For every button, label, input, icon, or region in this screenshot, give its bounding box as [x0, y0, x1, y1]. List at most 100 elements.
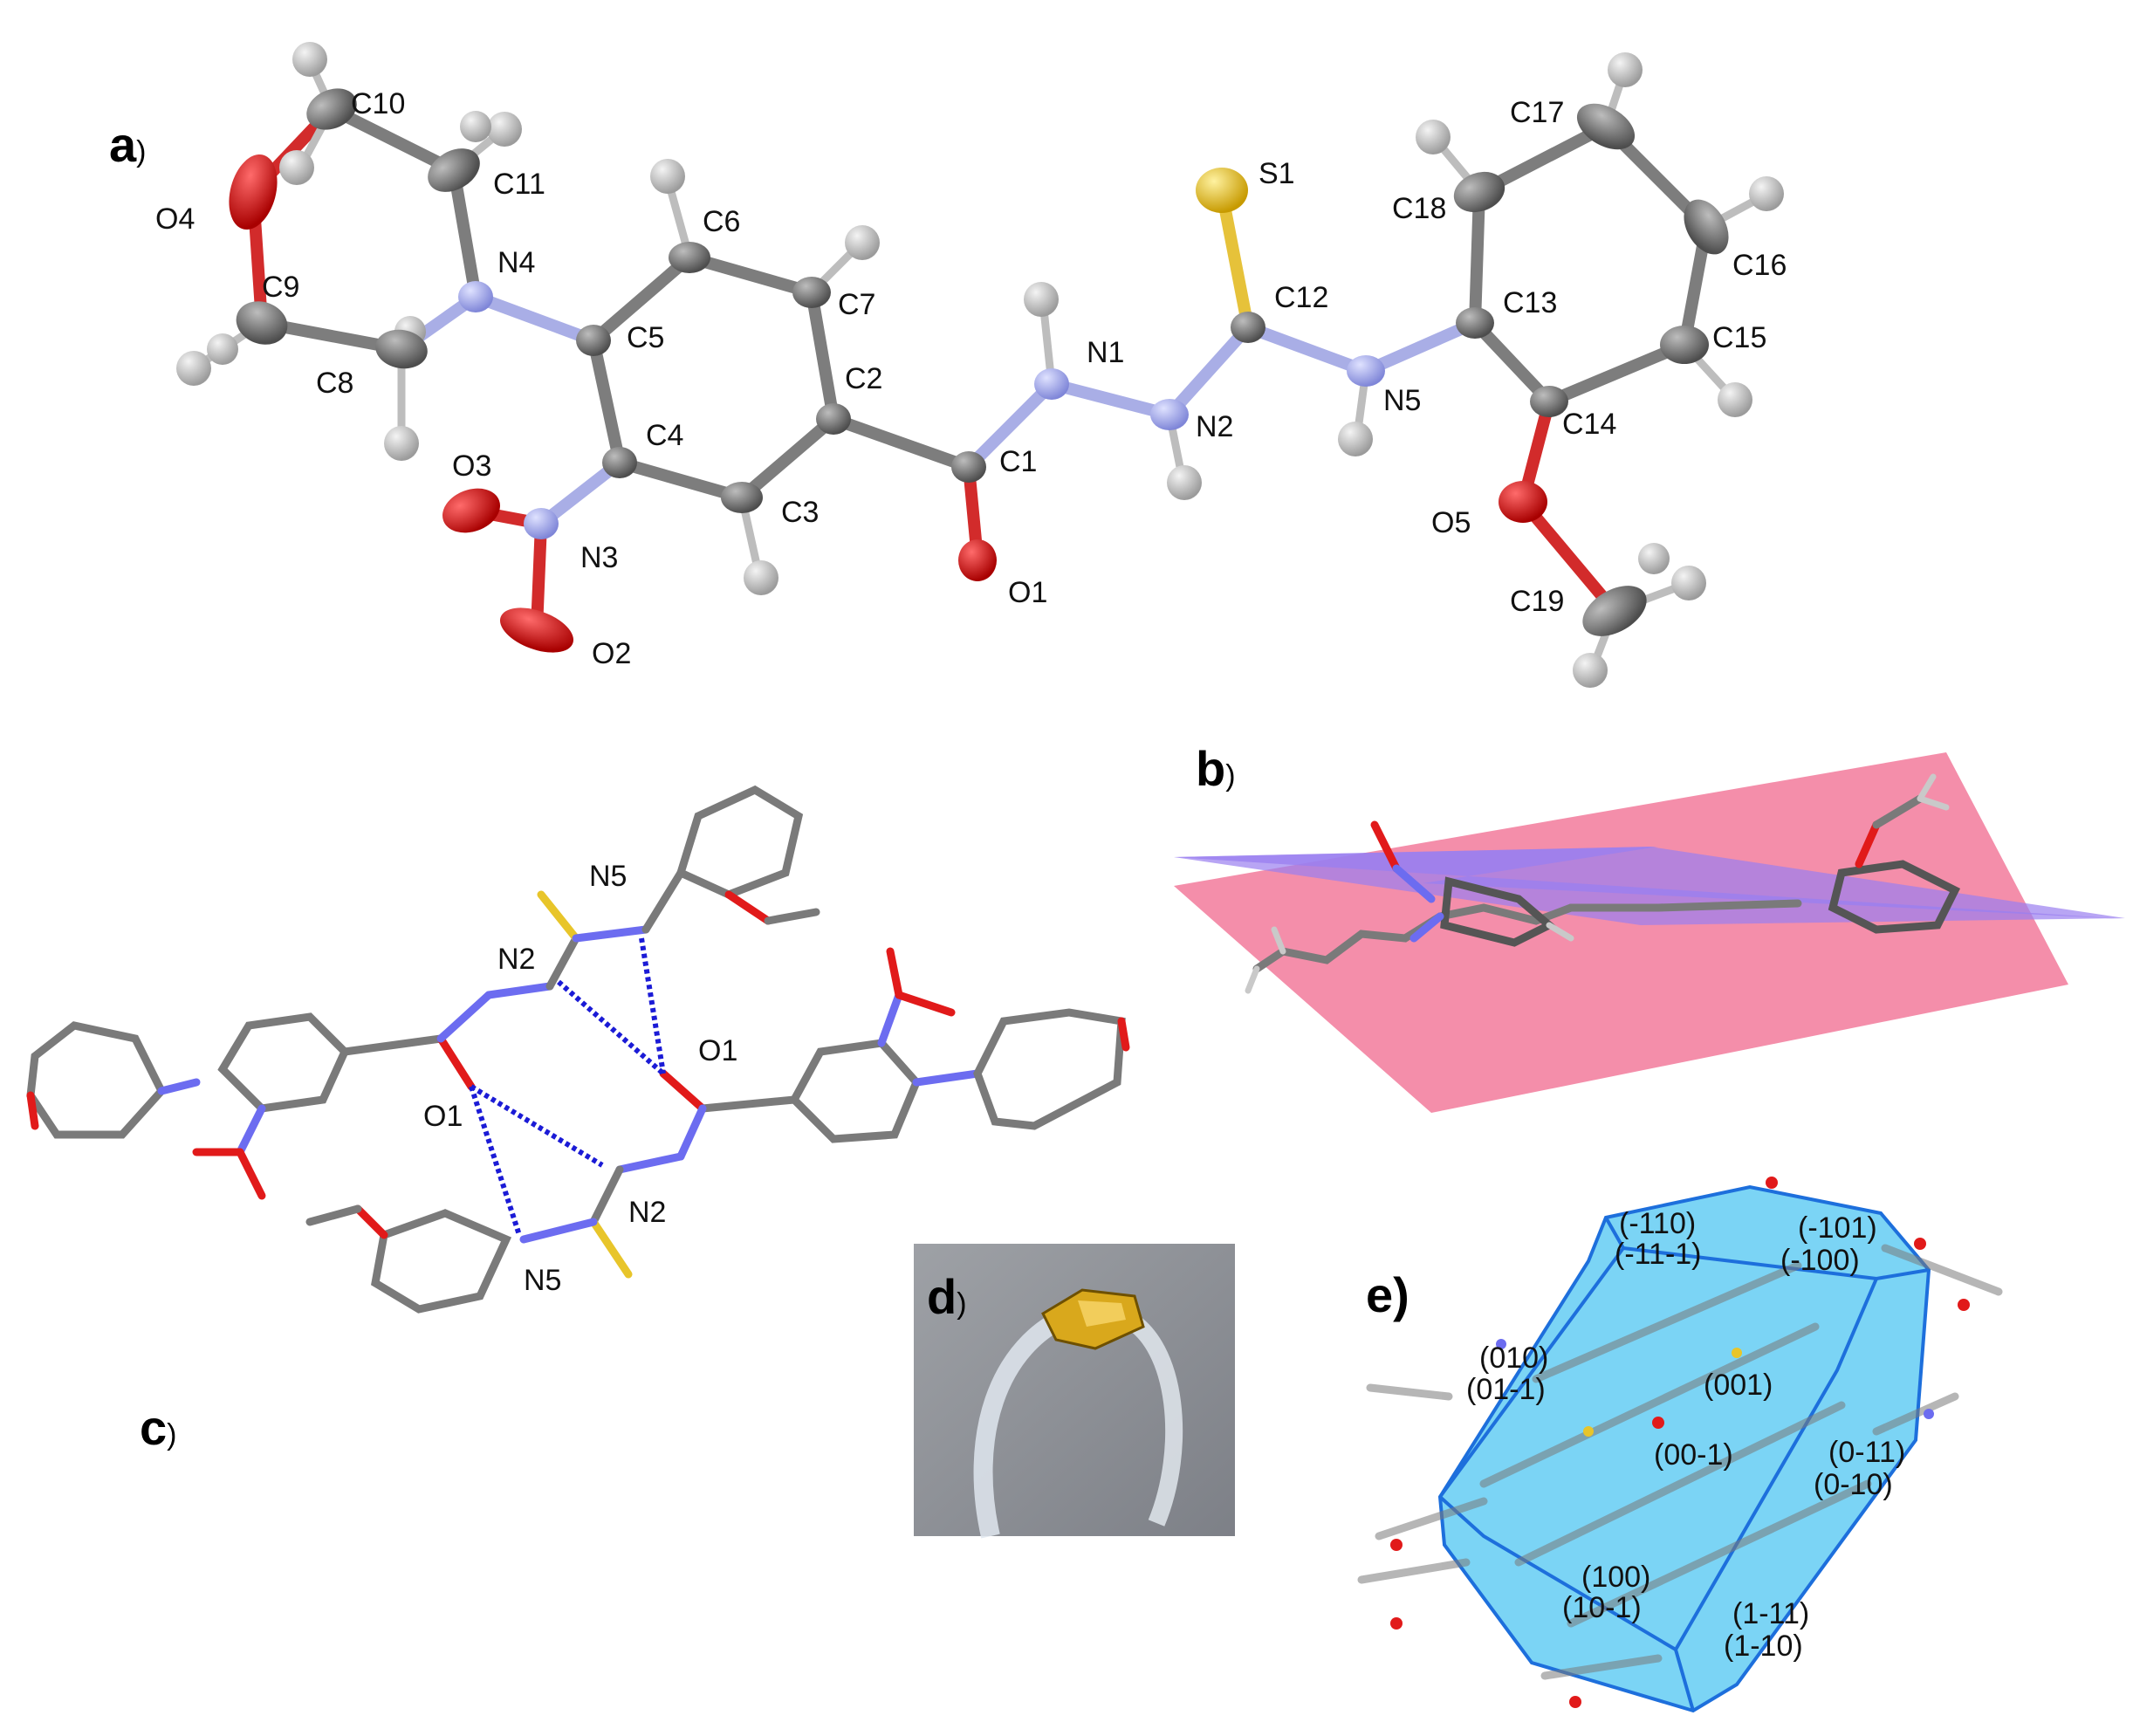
atom-label: C19 [1510, 585, 1564, 618]
carbonyl [659, 1069, 707, 1113]
carbon-atom [1453, 171, 1505, 213]
packing-stick [1532, 1261, 1802, 1383]
atom-label: O1 [1008, 576, 1047, 609]
oxygen-atom [442, 488, 500, 533]
carbon-atom [1684, 199, 1729, 255]
crystal-edge [1673, 1278, 1878, 1712]
atom-label: O4 [155, 202, 195, 236]
atom-label: C8 [316, 367, 353, 400]
thione [537, 890, 580, 943]
carbon-atom [669, 242, 710, 273]
carbon-atom [1660, 326, 1709, 364]
hydrogen-atom [384, 426, 419, 461]
morpholine-nitrogen [1409, 912, 1444, 943]
morpholine-oxygen [26, 1091, 39, 1130]
panel-b-label: b) [1196, 741, 1236, 796]
face-label: (100) [1581, 1561, 1650, 1594]
hydrogen-atom [1608, 52, 1643, 87]
hydrogen-stick [1245, 965, 1260, 994]
packing-stick [1881, 1244, 2003, 1296]
nitro-group [1370, 820, 1401, 873]
bond [963, 378, 1058, 473]
packing-stick [1872, 1392, 1959, 1436]
bond [1242, 321, 1372, 377]
atom-label: C3 [781, 496, 819, 529]
bond [545, 934, 580, 991]
face-label: (-110) [1619, 1207, 1696, 1240]
hydrogen-atom [1167, 465, 1202, 500]
hydrogen-atom [1573, 653, 1608, 688]
bond [1360, 317, 1481, 377]
nitro-group [1392, 864, 1436, 903]
bond [806, 286, 840, 425]
oxygen-atom [1569, 1696, 1581, 1708]
sulfur-atom [1196, 168, 1248, 213]
oxygen-atom [1914, 1238, 1926, 1250]
face-label: (1-11) [1732, 1597, 1809, 1630]
bond [519, 1218, 598, 1244]
face-label: (-100) [1780, 1244, 1860, 1277]
nitrogen-atom [458, 281, 493, 312]
nitro-group [886, 947, 903, 999]
nitrogen-atom [1347, 355, 1385, 387]
bond [736, 413, 840, 504]
hydrogen-bond [470, 1084, 604, 1168]
atom-label: C11 [493, 168, 545, 201]
methoxy [305, 1204, 362, 1226]
bond [587, 334, 626, 469]
methoxy-group [1872, 794, 1924, 829]
bond [615, 1152, 685, 1174]
crystal-habit [1437, 1184, 1931, 1713]
methoxyphenyl-ring [1828, 860, 1961, 934]
carbon-atom [602, 447, 637, 478]
bond [470, 291, 600, 347]
hydrogen-atom [1416, 120, 1451, 154]
methoxy [764, 908, 820, 925]
atom-label: C5 [627, 321, 664, 354]
carbon-atom [306, 88, 357, 130]
bond [676, 1104, 707, 1161]
carbon-atom [576, 325, 611, 356]
face-label: (-101) [1798, 1211, 1877, 1245]
benzene-ring [217, 1012, 350, 1113]
hydrogen-atom [1718, 382, 1752, 417]
oxygen-atom [499, 607, 574, 653]
bond [1517, 496, 1621, 617]
sulfur-atom [1732, 1348, 1742, 1358]
atom-label: C1 [999, 445, 1037, 478]
hydrogen-bond [469, 1086, 522, 1236]
hydrogen-bond [639, 937, 666, 1074]
bond [326, 103, 460, 176]
nitrogen-atom [1150, 399, 1189, 430]
nitro-group [895, 991, 956, 1017]
atom-label: N5 [1383, 384, 1421, 417]
carbon-atom [236, 301, 288, 345]
mounting-loop [973, 1304, 1078, 1539]
methoxy [724, 890, 772, 925]
morpholine-oxygen [1117, 1017, 1130, 1052]
atom-label: O5 [1431, 506, 1471, 539]
dimer-molecule-1 [26, 785, 820, 1200]
hydrogen-bond [557, 979, 665, 1076]
oxygen-atom [1499, 481, 1547, 523]
molecule-backbone [1252, 903, 1575, 973]
atom-label: S1 [1259, 157, 1295, 190]
oxygen-atom [229, 154, 278, 230]
bond [1469, 317, 1555, 408]
atom-label: O1 [423, 1100, 463, 1133]
bond [448, 164, 482, 303]
atom-label: N2 [1196, 410, 1233, 443]
morpholine-ring [26, 1021, 167, 1139]
atom-label: C10 [351, 87, 405, 120]
nitrogen-atom [1924, 1409, 1934, 1419]
atom-label: N4 [497, 246, 535, 279]
oxygen-atom [958, 539, 997, 581]
packing-atoms [1390, 1177, 1970, 1708]
hydrogen-stick [1917, 795, 1950, 811]
atom-label: C9 [262, 271, 299, 304]
face-label: (010) [1479, 1341, 1548, 1375]
hydrogen-atom [845, 225, 880, 260]
panel-d-crystal-photo: d) [914, 1244, 1235, 1539]
hydrogen-atom [1671, 566, 1706, 600]
